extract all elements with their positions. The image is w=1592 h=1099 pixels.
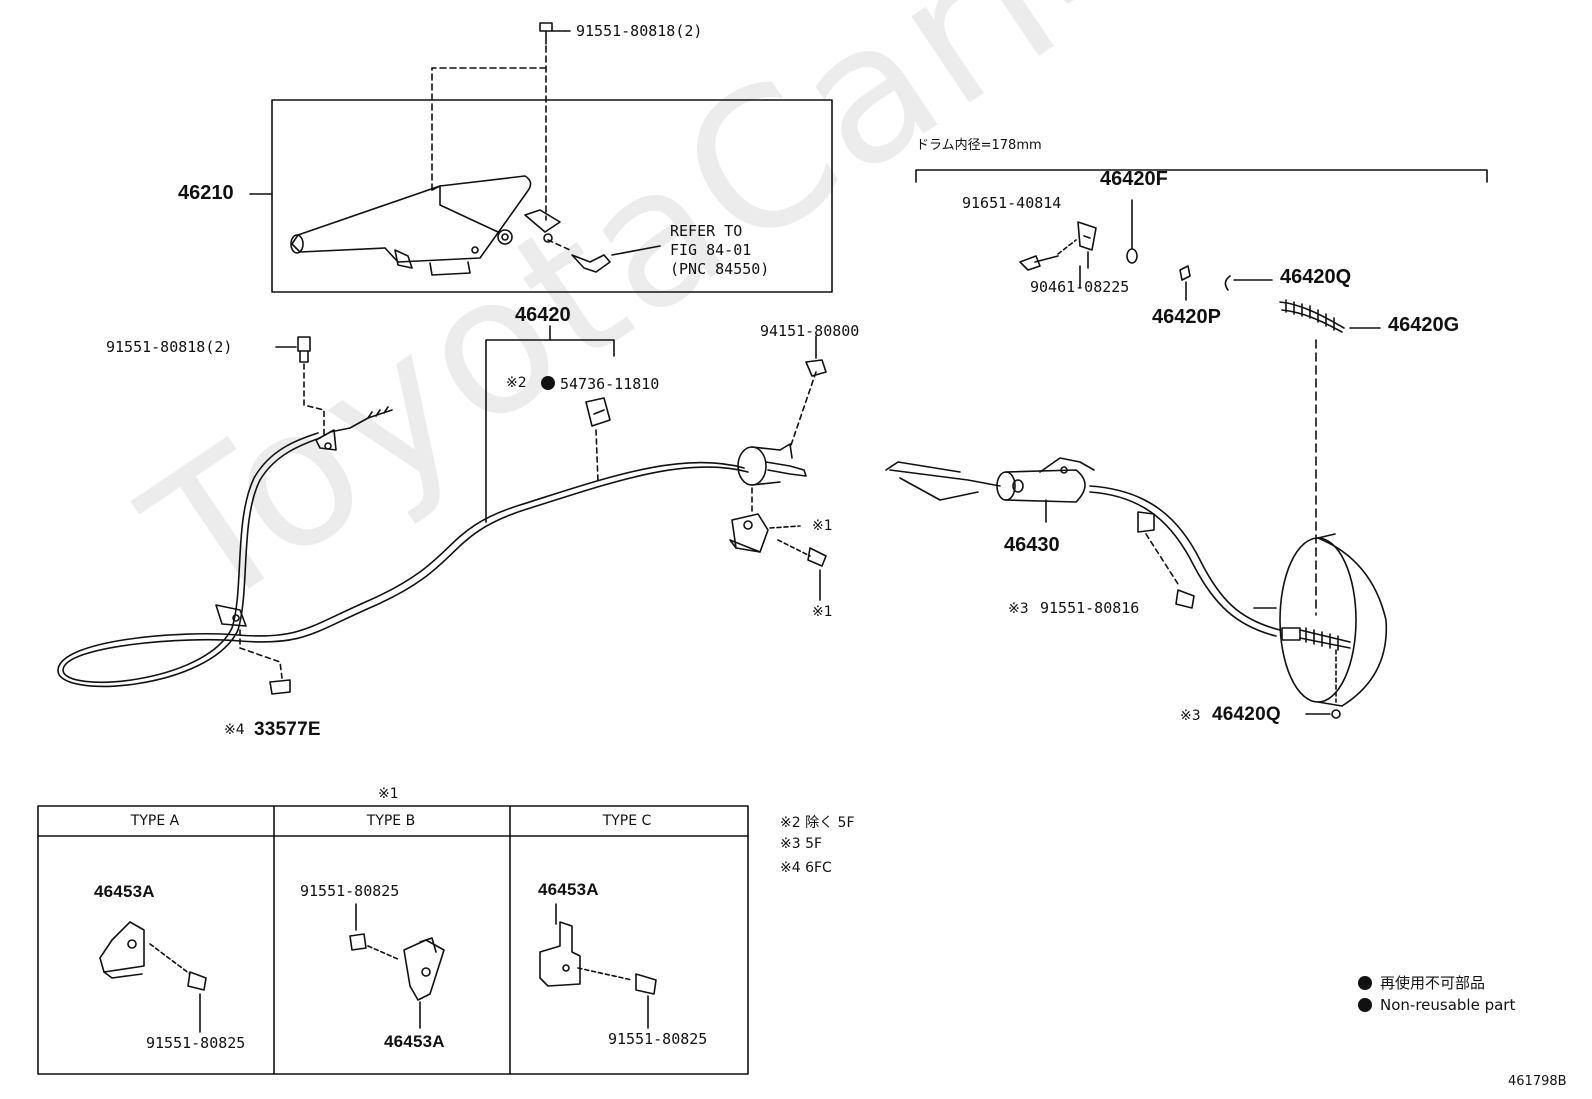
part-91551-80816[interactable]: 91551-80816 [1040, 599, 1140, 617]
type-b-bracket-icon [403, 937, 445, 1001]
type-b-part-91551-80825[interactable]: 91551-80825 [300, 882, 400, 900]
type-a-part-91551-80825[interactable]: 91551-80825 [146, 1034, 246, 1052]
legend-jp: 再使用不可部品 [1358, 972, 1485, 993]
drum-bracket [915, 169, 1488, 183]
type-c-bracket-icon [539, 921, 581, 987]
non-reusable-mark [1358, 998, 1372, 1012]
legend-en: Non-reusable part [1358, 996, 1515, 1014]
part-33577e[interactable]: 33577E [254, 719, 321, 740]
type-b-part-46453a[interactable]: 46453A [384, 1032, 445, 1051]
type-c-part-91551-80825[interactable]: 91551-80825 [608, 1030, 708, 1048]
type-b-title: TYPE B [366, 813, 416, 829]
bolt-icon [539, 22, 566, 45]
type-a-title: TYPE A [130, 813, 180, 829]
non-reusable-mark [1358, 976, 1372, 990]
nut-icon [1179, 265, 1191, 281]
types-header-mark: ※1 [378, 786, 399, 802]
front-cable-icon [57, 432, 749, 688]
part-46420q[interactable]: 46420Q [1280, 266, 1352, 288]
note-2: ※2 除く 5F [780, 815, 855, 831]
note-mark-4: ※4 [224, 722, 245, 738]
note-4: ※4 6FC [780, 860, 832, 876]
part-46210[interactable]: 46210 [178, 182, 234, 204]
clip-icon [585, 397, 611, 427]
parking-brake-lever-icon [290, 175, 561, 276]
washer-icon [1126, 248, 1138, 264]
e-clip-icon [1331, 709, 1341, 719]
drum-inner-diameter: ドラム内径=178mm [916, 138, 1042, 153]
type-c-title: TYPE C [602, 813, 652, 829]
bolt-icon [807, 547, 827, 567]
bolt-icon [1175, 589, 1195, 609]
bolt-icon [635, 973, 657, 995]
refer-note[interactable]: REFER TO FIG 84-01 (PNC 84550) [670, 222, 770, 278]
part-46420q-bottom[interactable]: 46420Q [1212, 704, 1281, 725]
part-91551-80818-top[interactable]: 91551-80818(2) [576, 22, 703, 40]
bolt-icon [1019, 255, 1041, 271]
type-a-part-46453a[interactable]: 46453A [94, 882, 155, 901]
note-mark-3b: ※3 [1180, 708, 1201, 724]
note-mark-2: ※2 [506, 375, 527, 391]
non-reusable-mark [541, 376, 555, 390]
type-c-part-46453a[interactable]: 46453A [538, 880, 599, 899]
bracket-icon [729, 513, 769, 553]
part-91551-80818-left[interactable]: 91551-80818(2) [106, 338, 233, 356]
note-mark-1b: ※1 [812, 604, 833, 620]
bolt-icon [349, 933, 367, 951]
part-46420f[interactable]: 46420F [1100, 168, 1168, 190]
note-3: ※3 5F [780, 836, 823, 852]
cable-clamp-icon [315, 429, 337, 451]
part-90461-08225[interactable]: 90461-08225 [1030, 278, 1130, 296]
part-46420g[interactable]: 46420G [1388, 314, 1460, 336]
brake-drum-icon [1279, 533, 1388, 707]
types-table-frame [37, 805, 749, 1075]
note-mark-1a: ※1 [812, 518, 833, 534]
rear-cable-icon [885, 457, 1351, 651]
type-a-bracket-icon [99, 921, 145, 979]
spring-icon [1279, 299, 1345, 333]
bolt-icon [187, 971, 207, 991]
drawing-id: 461798B [1508, 1074, 1567, 1089]
lever-assembly-box [271, 99, 833, 293]
e-clip-icon [1224, 275, 1231, 291]
nut-icon [805, 359, 827, 377]
clip-icon [1137, 511, 1155, 533]
bolt-icon [297, 336, 311, 363]
part-94151-80800[interactable]: 94151-80800 [760, 322, 860, 340]
cable-clamp-icon [215, 604, 247, 627]
part-54736-11810[interactable]: 54736-11810 [560, 375, 660, 393]
clip-icon [1077, 221, 1097, 251]
switch-icon [571, 254, 611, 273]
part-46420[interactable]: 46420 [515, 304, 571, 326]
note-mark-3a: ※3 [1008, 601, 1029, 617]
part-46420p[interactable]: 46420P [1152, 306, 1221, 328]
grommet-icon [269, 679, 291, 695]
part-91651-40814[interactable]: 91651-40814 [962, 194, 1062, 212]
equalizer-icon [737, 443, 807, 486]
part-46430[interactable]: 46430 [1004, 534, 1060, 556]
